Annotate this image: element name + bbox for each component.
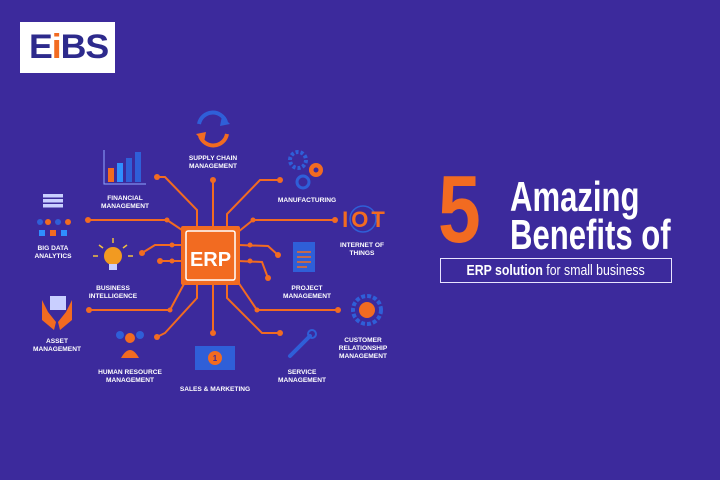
money-bill-icon: 1: [195, 346, 235, 370]
customer-gear-icon: [351, 294, 383, 326]
svg-text:IOT: IOT: [342, 207, 388, 232]
label-sales: SALES & MARKETING: [180, 386, 250, 393]
people-icon: [116, 331, 144, 358]
erp-chip: ERP: [181, 226, 240, 285]
logo-wordmark: EiBS: [29, 28, 109, 66]
label-manufacturing: MANUFACTURING: [278, 197, 336, 204]
gears-icon: [288, 150, 323, 190]
refresh-cycle-icon: [196, 110, 230, 148]
eibs-logo: EiBS: [20, 22, 115, 73]
lightbulb-icon: [93, 238, 133, 270]
database-network-icon: [37, 194, 71, 236]
subtitle-box: ERP solution for small business: [440, 258, 672, 283]
hands-holding-icon: [42, 296, 72, 330]
svg-text:1: 1: [213, 354, 218, 363]
headline-line-1: Amazing: [510, 173, 640, 220]
headline-line-2: Benefits of: [510, 211, 671, 258]
wrench-icon: [288, 329, 317, 358]
document-icon: [293, 242, 315, 272]
subtitle-bold: ERP solution: [466, 262, 544, 279]
bar-chart-icon: [103, 150, 146, 185]
erp-label: ERP: [190, 249, 231, 271]
subtitle-regular: for small business: [543, 262, 646, 279]
circuit-lines: [85, 174, 341, 340]
headline-number: 5: [438, 156, 481, 263]
iot-icon: IOT: [342, 205, 388, 233]
